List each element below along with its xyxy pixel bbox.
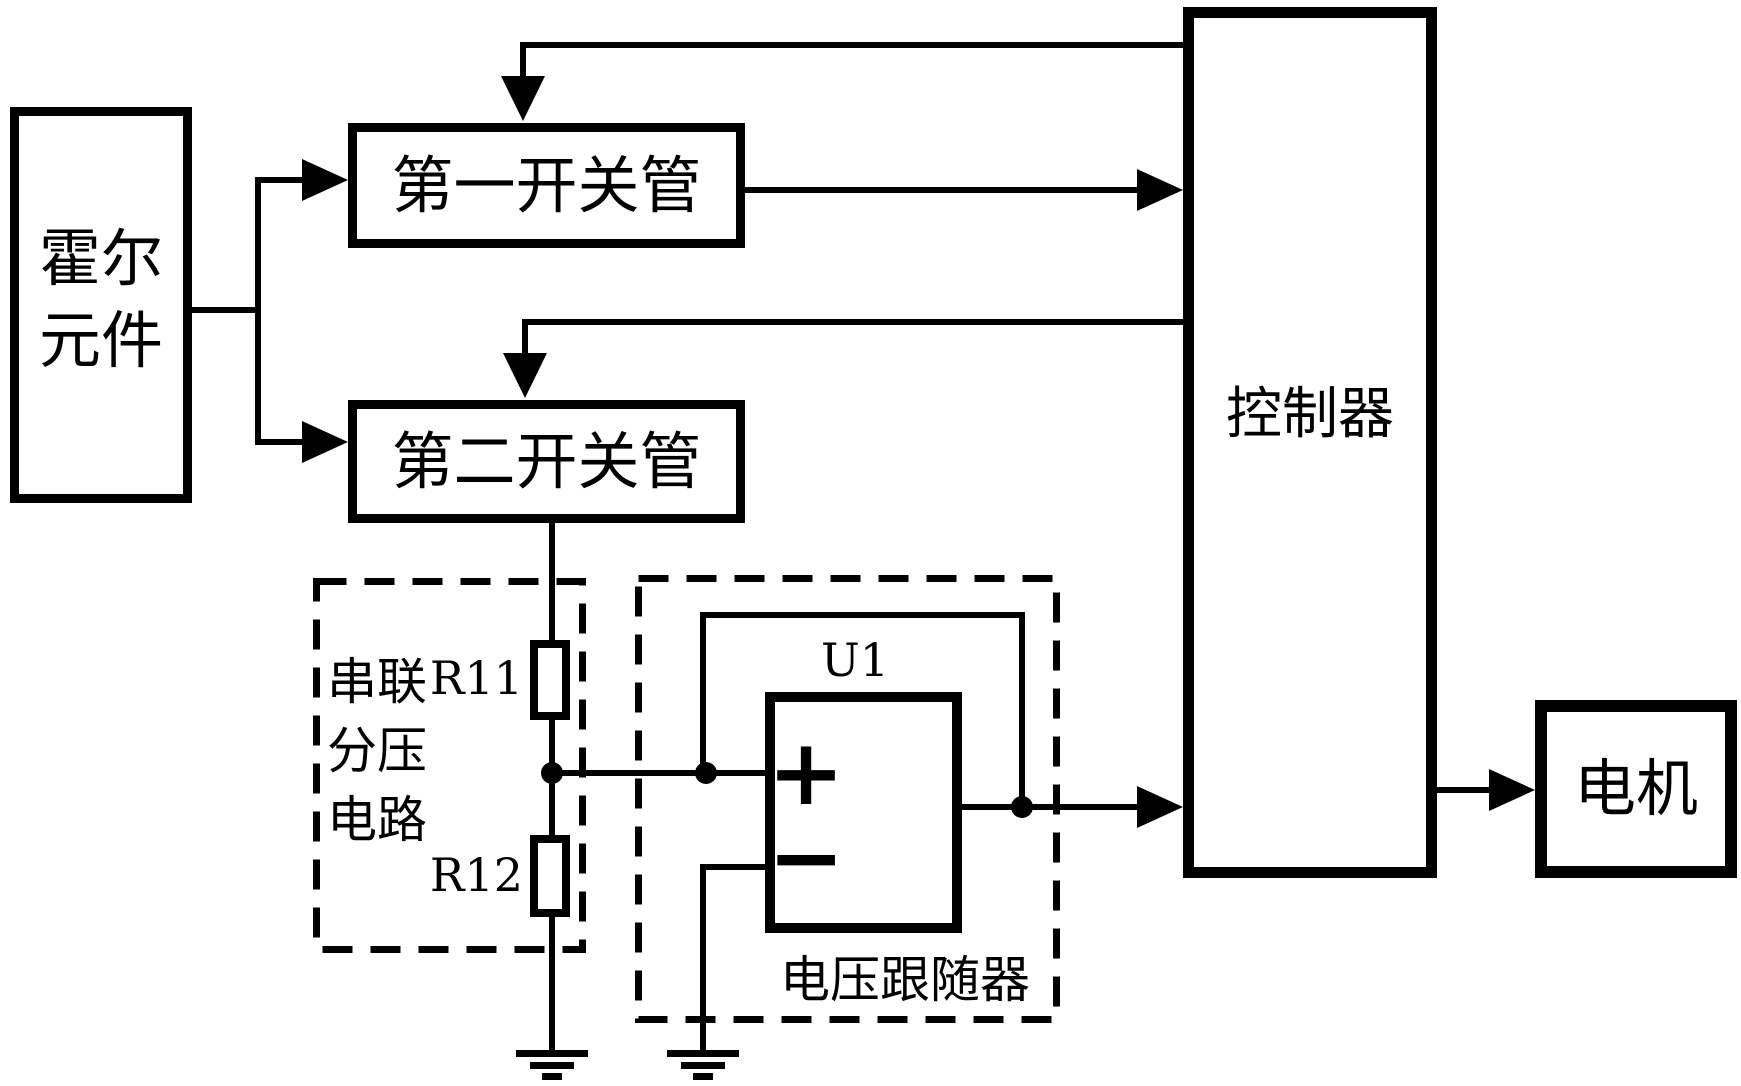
resistor-r11 [530, 640, 570, 720]
switch2-block [348, 400, 745, 523]
wire-hall-split-vertical [255, 177, 261, 443]
arrowhead-right-into-switch1-icon [302, 159, 348, 201]
controller-block [1183, 7, 1437, 878]
hall-label-line1: 霍尔 [38, 222, 163, 295]
wire-feedback2-horizontal [525, 319, 1183, 325]
opamp-minus-symbol: − [767, 803, 845, 911]
arrowhead-switch1-into-controller-icon [1137, 169, 1183, 211]
wire-opamp-output [962, 804, 1140, 810]
ground-bar-3 [693, 1073, 713, 1080]
hall-element-block [10, 107, 192, 503]
resistor-r12 [530, 835, 570, 917]
ground-bar-3 [542, 1073, 562, 1080]
wire-hall-output [192, 307, 258, 313]
divider-label-line2: 分压 [327, 722, 427, 780]
wire-opamp-feedback-right [1019, 612, 1025, 810]
divider-label-line3: 电路 [327, 791, 427, 849]
controller-label: 控制器 [1226, 382, 1394, 447]
junction-dot-divider-node [541, 762, 563, 784]
hall-element-label: 霍尔元件 [10, 218, 192, 382]
follower-dashed-box [635, 575, 1060, 1023]
arrowhead-right-into-switch2-icon [302, 421, 348, 463]
wire-feedback1-horizontal [523, 42, 1183, 48]
arrowhead-down-into-switch1-icon [501, 76, 545, 121]
follower-label: 电压跟随器 [780, 951, 1030, 1009]
switch2-label: 第二开关管 [391, 425, 702, 498]
wire-r12-to-ground [549, 917, 555, 1053]
junction-dot-opamp-output [1011, 796, 1033, 818]
divider-dashed-box [313, 578, 586, 953]
ground-bar-2 [530, 1062, 574, 1069]
wire-minus-to-ground [700, 867, 706, 1053]
wire-feedback1-vertical [520, 42, 526, 82]
hall-label-line2: 元件 [38, 304, 163, 377]
ground-bar-1 [516, 1050, 588, 1057]
wire-switch1-output [745, 187, 1140, 193]
opamp-u1-block [765, 692, 962, 933]
arrowhead-into-motor-icon [1489, 769, 1535, 811]
opamp-u1-label: U1 [820, 633, 890, 687]
wire-opamp-feedback-left [700, 612, 706, 773]
divider-label-line1: 串联 [327, 653, 427, 711]
arrowhead-opamp-into-controller-icon [1137, 786, 1183, 828]
wire-into-switch2 [255, 439, 302, 445]
ground-bar-1 [667, 1050, 739, 1057]
wire-node-to-opamp-plus [552, 770, 765, 776]
wire-opamp-minus-input [700, 864, 765, 870]
arrowhead-down-into-switch2-icon [503, 353, 547, 398]
switch1-label: 第一开关管 [391, 149, 702, 222]
junction-dot-plus-input [695, 762, 717, 784]
wire-controller-to-motor [1437, 787, 1490, 793]
motor-label: 电机 [1573, 752, 1698, 825]
opamp-plus-symbol: + [767, 718, 845, 826]
wire-opamp-feedback-top [700, 612, 1025, 618]
resistor-r11-label: R11 [429, 651, 523, 705]
motor-block [1535, 700, 1737, 878]
ground-bar-2 [681, 1062, 725, 1069]
divider-label: 串联分压电路 [327, 648, 427, 855]
resistor-r12-label: R12 [429, 848, 523, 902]
wire-switch2-to-r11 [549, 520, 555, 640]
wire-into-switch1 [255, 177, 302, 183]
switch1-block [348, 123, 745, 248]
wire-feedback2-vertical [522, 319, 528, 359]
